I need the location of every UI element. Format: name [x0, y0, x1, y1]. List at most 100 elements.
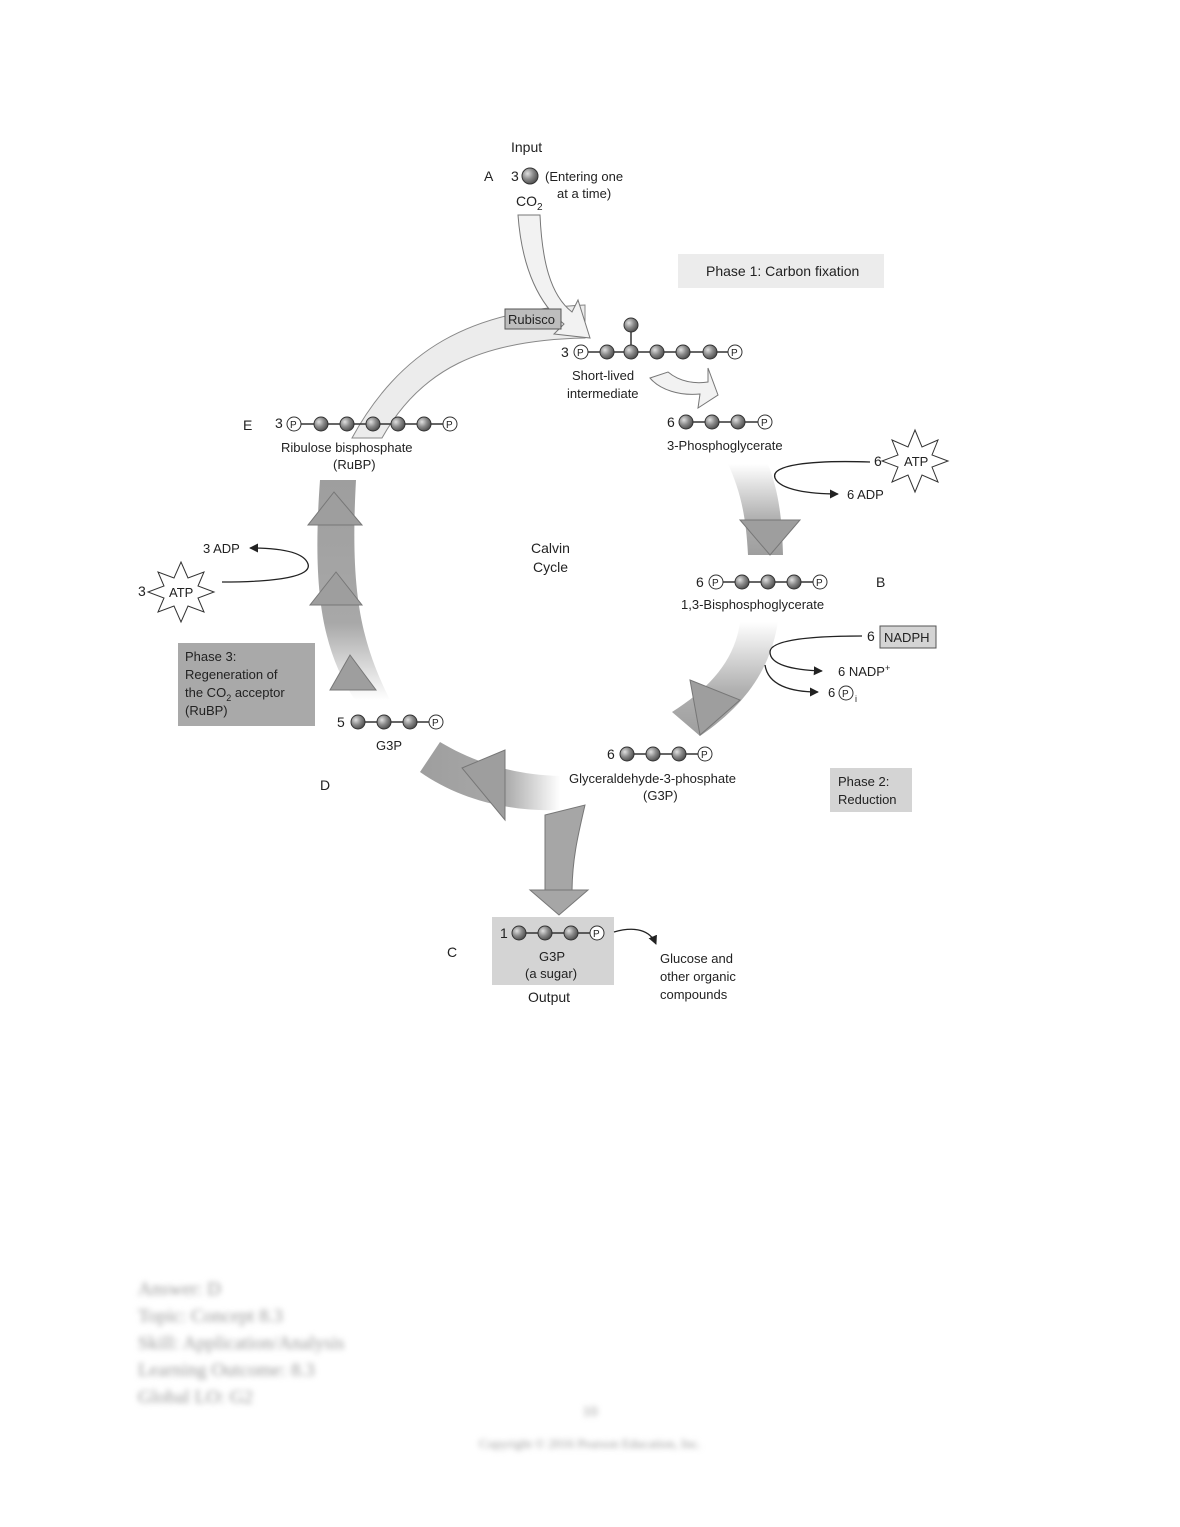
svg-text:i: i	[855, 694, 857, 704]
rubp-line1: Ribulose bisphosphate	[281, 440, 413, 455]
bpg-label: 1,3-Bisphosphoglycerate	[681, 597, 824, 612]
phase1-label: Phase 1: Carbon fixation	[706, 263, 859, 279]
co2-molecule	[521, 167, 539, 185]
nadp-label: 6 NADP+	[838, 663, 890, 679]
copyright: Copyright © 2016 Pearson Education, Inc.	[479, 1436, 701, 1451]
pi-count: 6	[828, 685, 835, 700]
rubp-molecule: P P	[286, 416, 458, 432]
svg-text:P: P	[842, 689, 849, 700]
svg-text:P: P	[701, 750, 708, 761]
nadph-box	[879, 625, 937, 649]
reduction-arrow	[672, 622, 778, 736]
pi-symbol	[838, 685, 854, 701]
letter-a: A	[484, 168, 494, 184]
rubisco-box	[504, 308, 562, 330]
g3p-five-count: 5	[337, 714, 345, 730]
regeneration-arrow	[317, 480, 390, 700]
intermediate-line2: intermediate	[567, 386, 639, 401]
svg-text:P: P	[446, 420, 453, 431]
pi-connector	[764, 664, 819, 697]
g3p-main-line1: Glyceraldehyde-3-phosphate	[569, 771, 736, 786]
phase3-line2: Regeneration of	[185, 667, 278, 682]
atp-left-connector	[221, 543, 309, 583]
svg-text:P: P	[577, 348, 584, 359]
g3p-main-count: 6	[607, 746, 615, 762]
adp-left-label: 3 ADP	[203, 541, 240, 556]
center-line1: Calvin	[531, 540, 570, 556]
phase3-box	[178, 643, 315, 726]
atp-top-count: 6	[874, 453, 882, 469]
glucose-connector	[613, 928, 657, 945]
phase3-line3: the CO2 acceptor	[185, 685, 285, 703]
output-arrow	[544, 804, 586, 894]
intermediate-line1: Short-lived	[572, 368, 634, 383]
phase2-box	[830, 768, 912, 812]
phase1-box	[678, 254, 884, 288]
nadph-count: 6	[867, 628, 875, 644]
svg-text:P: P	[593, 929, 600, 940]
svg-text:P: P	[816, 578, 823, 589]
atp-left-label: ATP	[169, 585, 193, 600]
g3p-five-molecule: P	[350, 714, 444, 730]
co2-label: CO2	[516, 193, 543, 213]
svg-text:P: P	[432, 718, 439, 729]
topic-line: Topic: Concept 8.3	[138, 1306, 283, 1327]
bpg-count: 6	[696, 574, 704, 590]
svg-text:P: P	[731, 348, 738, 359]
output-count: 1	[500, 925, 508, 941]
nadph-connector	[769, 635, 863, 676]
svg-text:P: P	[712, 578, 719, 589]
global-lo-line: Global LO: G2	[138, 1387, 254, 1408]
svg-text:P: P	[761, 418, 768, 429]
adp-top-label: 6 ADP	[847, 487, 884, 502]
atp-top-burst	[880, 428, 950, 494]
answer-block: Answer: D Topic: Concept 8.3 Skill: Appl…	[138, 1276, 838, 1411]
g3p-main-line2: (G3P)	[643, 788, 678, 803]
letter-d: D	[320, 777, 330, 793]
glucose-line1: Glucose and	[660, 951, 733, 966]
output-line2: (a sugar)	[525, 966, 577, 981]
skill-line: Skill: Application/Analysis	[138, 1333, 345, 1354]
rubp-count: 3	[275, 415, 283, 431]
glucose-line3: compounds	[660, 987, 728, 1002]
input-label: Input	[511, 139, 542, 155]
pga-molecule: P	[678, 414, 773, 430]
output-line1: G3P	[539, 949, 565, 964]
co2-input-arrow	[517, 214, 591, 339]
nadph-label: NADPH	[884, 630, 930, 645]
center-line2: Cycle	[533, 559, 568, 575]
learning-outcome-line: Learning Outcome: 8.3	[138, 1360, 315, 1381]
page-number: 10	[582, 1404, 598, 1420]
letter-e: E	[243, 417, 252, 433]
answer-line: Answer: D	[138, 1279, 221, 1300]
pga-label: 3-Phosphoglycerate	[667, 438, 783, 453]
intermediate-molecule: P P	[573, 317, 743, 360]
phase3-line1: Phase 3:	[185, 649, 236, 664]
g3p-main-molecule: P	[619, 746, 713, 762]
intermediate-count: 3	[561, 344, 569, 360]
phase2-line1: Phase 2:	[838, 774, 889, 789]
pga-count: 6	[667, 414, 675, 430]
phase2-line2: Reduction	[838, 792, 897, 807]
regeneration-to-fixation-arrow	[351, 304, 586, 439]
atp-left-count: 3	[138, 583, 146, 599]
g3p-five-label: G3P	[376, 738, 402, 753]
glucose-line2: other organic	[660, 969, 736, 984]
co2-count: 3	[511, 168, 519, 184]
letter-c: C	[447, 944, 457, 960]
rubisco-label: Rubisco	[508, 312, 555, 327]
atp-top-label: ATP	[904, 454, 928, 469]
letter-b: B	[876, 574, 885, 590]
phase3-line4: (RuBP)	[185, 703, 228, 718]
calvin-cycle-diagram: Input A 3 (Entering one at a time) CO2 P…	[138, 139, 950, 1005]
output-label: Output	[528, 989, 570, 1005]
output-molecule: P	[511, 925, 605, 941]
entering-line2: at a time)	[557, 186, 611, 201]
atp-left-burst	[146, 560, 216, 624]
rubp-line2: (RuBP)	[333, 457, 376, 472]
entering-line1: (Entering one	[545, 169, 623, 184]
bpg-molecule: P P	[708, 574, 828, 590]
svg-text:P: P	[290, 420, 297, 431]
intermediate-to-pga-arrow	[649, 367, 719, 410]
